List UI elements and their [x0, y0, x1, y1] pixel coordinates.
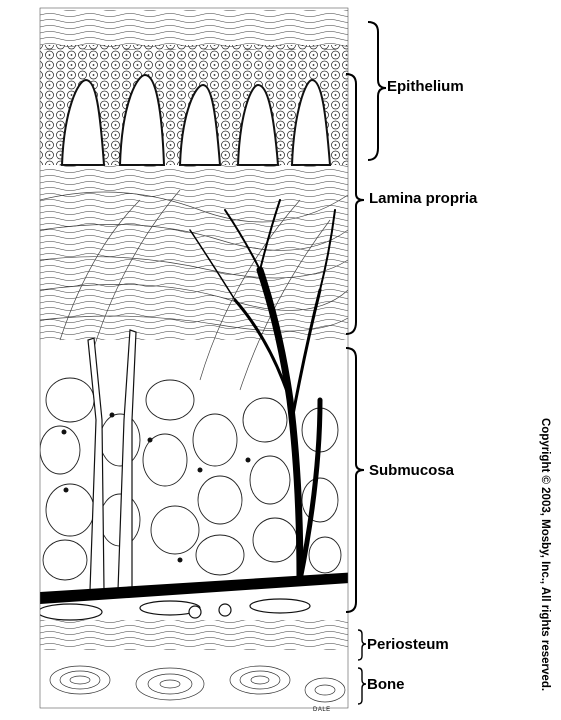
bone-layer [40, 650, 348, 708]
label-lamina-propria: Lamina propria [369, 190, 477, 207]
periosteum-layer [40, 620, 348, 650]
lamina-propria-fibers [40, 165, 348, 340]
label-bone: Bone [367, 676, 405, 693]
brace-periosteum [358, 630, 366, 660]
brace-bone [358, 668, 366, 704]
label-submucosa: Submucosa [369, 462, 454, 479]
brace-lamina-propria [346, 74, 364, 334]
brace-submucosa [346, 348, 364, 612]
label-periosteum: Periosteum [367, 636, 449, 653]
layer-braces [346, 22, 386, 704]
copyright-notice: Copyright © 2003, Mosby, Inc., All right… [533, 418, 555, 708]
brace-epithelium [368, 22, 386, 160]
artist-signature: DALE [313, 707, 331, 713]
label-epithelium: Epithelium [387, 78, 464, 95]
tissue-column [38, 10, 394, 708]
periosteum-vessels [38, 599, 310, 620]
epithelium-surface [40, 10, 348, 50]
copyright-text: Copyright © 2003, Mosby, Inc., All right… [539, 418, 551, 691]
